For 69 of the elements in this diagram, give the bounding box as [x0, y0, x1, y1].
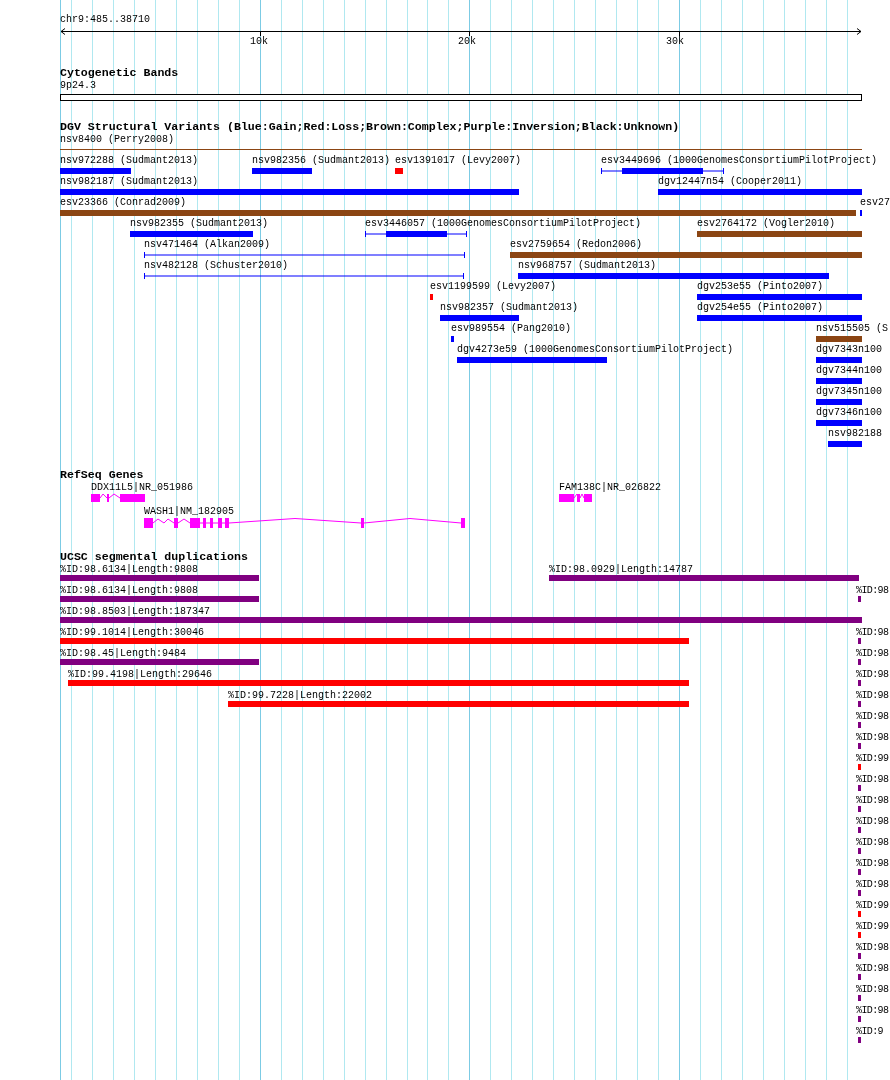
tick-label: 30k	[666, 36, 684, 47]
feature-label: dgv7345n100	[816, 386, 882, 397]
feature-label: %ID:98	[856, 858, 889, 869]
feature-label: dgv7346n100	[816, 407, 882, 418]
feature-label: nsv982355 (Sudmant2013)	[130, 218, 269, 229]
feature-label: %ID:99.7228|Length:22002	[228, 690, 373, 701]
feature-label: %ID:98	[856, 963, 889, 974]
feature-label: %ID:98	[856, 816, 889, 827]
feature-label: esv3446057 (1000GenomesConsortiumPilotProject)	[365, 218, 642, 229]
feature-label: esv27	[860, 197, 890, 208]
track-title: UCSC segmental duplications	[60, 551, 248, 563]
feature-label: %ID:98	[856, 732, 889, 743]
track-title: RefSeq Genes	[60, 469, 144, 481]
feature-label: %ID:98	[856, 627, 889, 638]
feature-label: nsv972288 (Sudmant2013)	[60, 155, 199, 166]
feature-label: %ID:99.1014|Length:30046	[60, 627, 205, 638]
feature-label: %ID:98	[856, 669, 889, 680]
feature-label: %ID:98	[856, 984, 889, 995]
feature-label: %ID:98	[856, 690, 889, 701]
feature-label: WASH1|NM_182905	[144, 506, 234, 517]
feature-label: esv2759654 (Redon2006)	[510, 239, 643, 250]
feature-label: nsv968757 (Sudmant2013)	[518, 260, 657, 271]
feature-label: FAM138C|NR_026822	[559, 482, 662, 493]
feature-label: 9p24.3	[60, 80, 96, 91]
feature-label: nsv8400 (Perry2008)	[60, 134, 175, 145]
feature-label: dgv7344n100	[816, 365, 882, 376]
feature-label: %ID:98.6134|Length:9808	[60, 564, 199, 575]
feature-label: dgv4273e59 (1000GenomesConsortiumPilotProject)	[457, 344, 734, 355]
feature-label: nsv982188	[828, 428, 882, 439]
tick-label: 20k	[458, 36, 476, 47]
feature-label: esv3449696 (1000GenomesConsortiumPilotProject)	[601, 155, 878, 166]
feature-label: %ID:98	[856, 648, 889, 659]
feature-label: %ID:98.45|Length:9484	[60, 648, 187, 659]
feature-label: esv1199599 (Levy2007)	[430, 281, 557, 292]
feature-label: %ID:99	[856, 921, 889, 932]
feature-label: %ID:99	[856, 900, 889, 911]
feature-label: dgv254e55 (Pinto2007)	[697, 302, 824, 313]
feature-label: DDX11L5|NR_051986	[91, 482, 194, 493]
feature-label: %ID:98	[856, 837, 889, 848]
feature-label: %ID:98	[856, 879, 889, 890]
track-title: DGV Structural Variants (Blue:Gain;Red:Loss;Brown:Complex;Purple:Inversion;Black:Unknown)	[60, 121, 680, 133]
feature-label: nsv982187 (Sudmant2013)	[60, 176, 199, 187]
feature-label: dgv12447n54 (Cooper2011)	[658, 176, 803, 187]
tick-label: 10k	[250, 36, 268, 47]
feature-label: %ID:98	[856, 711, 889, 722]
feature-label: esv23366 (Conrad2009)	[60, 197, 187, 208]
feature-label: %ID:98.8503|Length:187347	[60, 606, 211, 617]
feature-label: %ID:98	[856, 942, 889, 953]
feature-label: nsv982357 (Sudmant2013)	[440, 302, 579, 313]
feature-label: %ID:98.0929|Length:14787	[549, 564, 694, 575]
feature-label: nsv982356 (Sudmant2013)	[252, 155, 391, 166]
feature-label: dgv253e55 (Pinto2007)	[697, 281, 824, 292]
feature-label: esv989554 (Pang2010)	[451, 323, 572, 334]
feature-label: dgv7343n100	[816, 344, 882, 355]
feature-label: nsv471464 (Alkan2009)	[144, 239, 271, 250]
feature-label: %ID:99	[856, 753, 889, 764]
feature-label: %ID:99.4198|Length:29646	[68, 669, 213, 680]
feature-label: %ID:98	[856, 1005, 889, 1016]
feature-label: %ID:98	[856, 585, 889, 596]
feature-label: esv2764172 (Vogler2010)	[697, 218, 836, 229]
feature-label: nsv482128 (Schuster2010)	[144, 260, 289, 271]
feature-label: %ID:98	[856, 795, 889, 806]
feature-label: %ID:98	[856, 774, 889, 785]
feature-label: %ID:98.6134|Length:9808	[60, 585, 199, 596]
feature-label: nsv515505 (S	[816, 323, 888, 334]
feature-label: esv1391017 (Levy2007)	[395, 155, 522, 166]
track-title: Cytogenetic Bands	[60, 67, 179, 79]
feature-label: %ID:9	[856, 1026, 883, 1037]
ruler-label: chr9:485..38710	[60, 14, 150, 25]
